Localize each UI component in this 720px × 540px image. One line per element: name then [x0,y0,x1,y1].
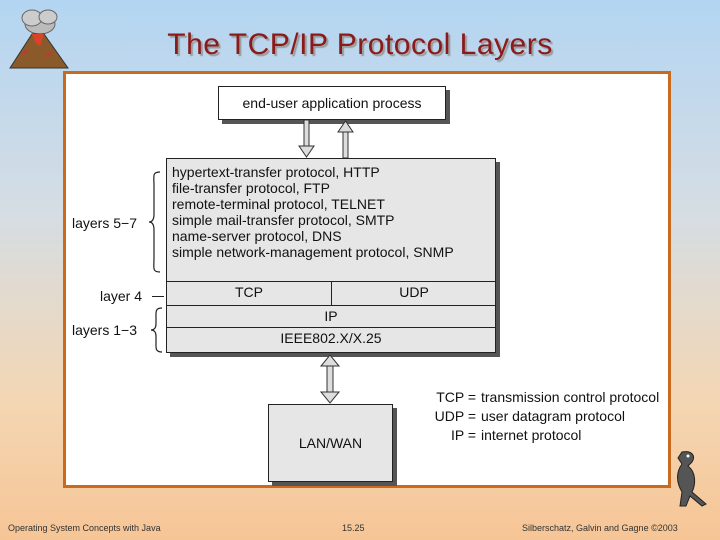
layer-4-label: layer 4 [100,288,143,304]
legend-meaning: user datagram protocol [481,408,625,424]
protocol-ftp: file-transfer protocol, FTP [172,180,330,196]
volcano-logo-icon [9,9,69,69]
application-protocols: hypertext-transfer protocol, HTTP file-t… [172,164,454,260]
footer-center: 15.25 [342,523,365,533]
tcp-cell: TCP [167,281,332,305]
application-arrows-icon [298,120,354,158]
diagram-panel: end-user application process hypertext-t… [63,71,671,488]
layer-4-tick [152,296,164,297]
layers-5-7-label: layers 5−7 [72,215,137,231]
protocol-snmp: simple network-management protocol, SNMP [172,244,454,260]
application-process-label: end-user application process [242,95,422,111]
protocol-telnet: remote-terminal protocol, TELNET [172,196,385,212]
protocol-smtp: simple mail-transfer protocol, SMTP [172,212,395,228]
brace-upper-icon [148,171,161,273]
footer-right: Silberschatz, Galvin and Gagne ©2003 [522,523,678,533]
udp-label: UDP [399,284,429,300]
network-divider [167,305,495,306]
lan-wan-label: LAN/WAN [298,435,363,451]
legend-abbr: UDP = [434,408,476,424]
protocol-http: hypertext-transfer protocol, HTTP [172,164,380,180]
legend-row: UDP = user datagram protocol [426,407,659,426]
legend-meaning: internet protocol [481,427,582,443]
link-label: IEEE802.X/X.25 [280,330,382,346]
legend: TCP = transmission control protocol UDP … [426,388,660,445]
network-double-arrow-icon [319,354,341,404]
legend-abbr: IP = [450,427,476,443]
legend-row: TCP = transmission control protocol [426,388,659,407]
legend-row: IP = internet protocol [426,426,659,445]
protocol-stack: hypertext-transfer protocol, HTTP file-t… [166,158,496,353]
legend-abbr: TCP = [436,389,476,405]
dinosaur-logo-icon [677,451,707,507]
layers-1-3-label: layers 1−3 [72,322,137,338]
application-process-box: end-user application process [218,86,446,120]
footer-left: Operating System Concepts with Java [8,523,161,533]
slide-title: The TCP/IP Protocol Layers [167,28,553,61]
lan-wan-box: LAN/WAN [268,404,393,482]
tcp-label: TCP [235,284,263,300]
legend-meaning: transmission control protocol [481,389,660,405]
udp-cell: UDP [332,281,496,305]
protocol-dns: name-server protocol, DNS [172,228,342,244]
brace-lower-icon [150,307,163,353]
link-divider [167,327,495,328]
ip-label: IP [324,308,338,324]
